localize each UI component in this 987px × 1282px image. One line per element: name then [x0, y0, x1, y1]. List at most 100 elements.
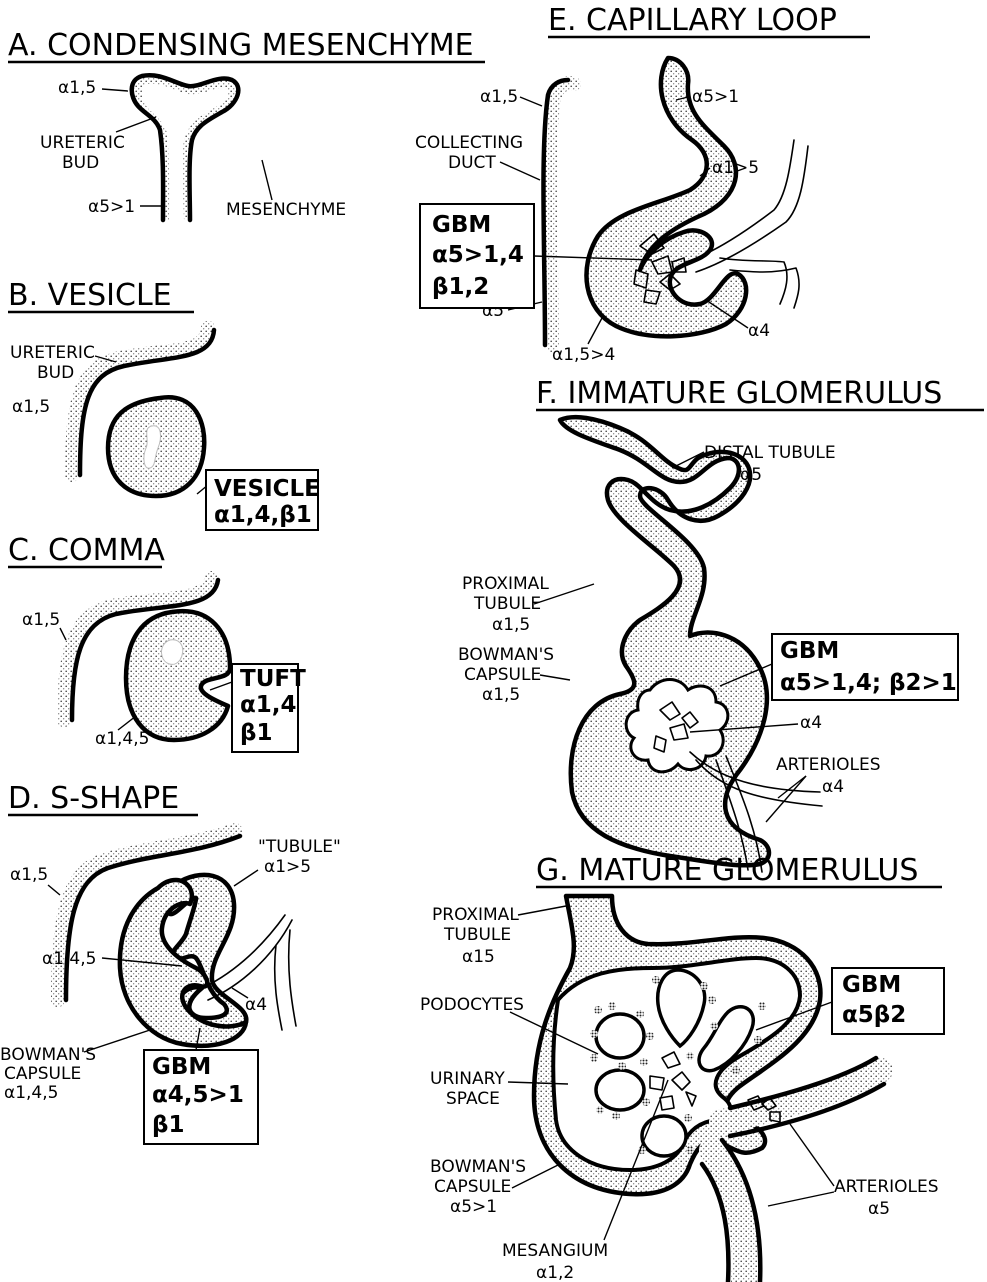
g-gbm-line1: GBM: [842, 972, 901, 998]
s-bowman-2: CAPSULE: [4, 1064, 81, 1084]
panel-g-title: G. MATURE GLOMERULUS: [536, 853, 918, 888]
panel-a-condensing-mesenchyme: A. CONDENSING MESENCHYME α1,5 URETERIC B…: [8, 28, 485, 220]
f-tuft-alpha: α4: [800, 713, 822, 733]
s-gbm-line2: α4,5>1: [152, 1082, 244, 1108]
s-vessel-alpha: α4: [245, 995, 267, 1015]
arterioles-leader-g2: [768, 1192, 834, 1206]
capillary-loop-3: [596, 1070, 644, 1110]
vesicle-box-line2: α1,4,β1: [214, 502, 312, 528]
e-right-mid-alpha: α1>5: [712, 158, 759, 178]
arterioles-label-f: ARTERIOLES: [776, 755, 881, 775]
e-top-right-alpha: α5>1: [692, 87, 739, 107]
capillary-loop-2: [596, 1014, 644, 1058]
panel-f-title: F. IMMATURE GLOMERULUS: [536, 376, 942, 411]
e-top-left-leader: [520, 97, 542, 106]
panel-c-comma: C. COMMA α1,5 α1,4,5 TUFT α1,4 β1: [8, 533, 306, 752]
s-vessel-leader: [232, 988, 248, 998]
g-proximal-2: TUBULE: [443, 925, 511, 945]
arterioles-leader-g1: [790, 1124, 834, 1186]
f-bowman-leader: [540, 675, 570, 680]
comma-body-leader: [118, 716, 136, 730]
f-gbm-line2: α5>1,4; β2>1: [780, 670, 957, 696]
ureteric-label-2: BUD: [37, 363, 74, 383]
bud-alpha-d: α1,5: [10, 865, 48, 885]
e-top-left-alpha: α1,5: [480, 87, 518, 107]
tubule-leader: [234, 870, 258, 886]
mesenchyme-cluster: [219, 82, 311, 174]
arterioles-alpha-g: α5: [868, 1199, 890, 1219]
collecting-label-2: DUCT: [448, 153, 496, 173]
immature-tubule: [560, 417, 769, 865]
f-gbm-line1: GBM: [780, 638, 839, 664]
panel-b-vesicle: B. VESICLE URETERIC BUD α1,5 VESICLE α1,…: [8, 278, 320, 530]
bud-tip-alpha: α1,5: [58, 78, 96, 98]
s-bowman-1: BOWMAN'S: [0, 1045, 96, 1065]
mesangium-label: MESANGIUM: [502, 1241, 608, 1261]
tuft-box-line3: β1: [240, 720, 272, 746]
bud-alpha-b: α1,5: [12, 397, 50, 417]
capillary-loop-4: [642, 1116, 686, 1156]
tubule-label: "TUBULE": [258, 837, 341, 857]
tuft-box-line2: α1,4: [240, 692, 297, 718]
g-proximal-3: α15: [462, 947, 495, 967]
panel-b-title: B. VESICLE: [8, 278, 172, 313]
comma-body: [126, 611, 230, 740]
panel-e-title: E. CAPILLARY LOOP: [548, 3, 837, 38]
s-bowman-leader: [84, 1030, 150, 1052]
panel-g-mature-glomerulus: G. MATURE GLOMERULUS PROXIMAL TUBUL: [420, 853, 944, 1282]
f-proximal-3: α1,5: [492, 615, 530, 635]
arterioles-leader-f1: [778, 776, 806, 798]
collecting-label-1: COLLECTING: [415, 133, 523, 153]
podocytes-label: PODOCYTES: [420, 995, 524, 1015]
bud-alpha-c: α1,5: [22, 610, 60, 630]
g-proximal-1: PROXIMAL: [432, 905, 519, 925]
bud-alpha-d-leader: [48, 885, 60, 895]
collecting-duct-band: [550, 83, 574, 345]
panel-e-capillary-loop: E. CAPILLARY LOOP α1,5 α5>1 COLLECTING D…: [415, 3, 870, 365]
panel-c-title: C. COMMA: [8, 533, 165, 568]
e-gbm-line3: β1,2: [432, 274, 489, 300]
s-middle-alpha: α1,4,5: [42, 949, 96, 969]
panel-f-immature-glomerulus: F. IMMATURE GLOMERULUS DISTAL TUBULE α5 …: [458, 376, 984, 872]
f-bowman-2: CAPSULE: [464, 665, 541, 685]
comma-lumen: [161, 640, 182, 665]
f-bowman-1: BOWMAN'S: [458, 645, 554, 665]
e-gbm-line2: α5>1,4: [432, 242, 524, 268]
f-proximal-2: TUBULE: [473, 594, 541, 614]
tubule-alpha: α1>5: [264, 857, 311, 877]
mesenchyme-label: MESENCHYME: [226, 200, 346, 220]
ureteric-bud-leader: [116, 117, 156, 132]
stalk-alpha: α5>1: [88, 197, 135, 217]
tuft-leader: [210, 682, 232, 690]
e-gbm-line1: GBM: [432, 212, 491, 238]
g-gbm-line2: α5β2: [842, 1002, 906, 1028]
bud-alpha-c-leader: [60, 628, 66, 640]
e-vessel-alpha: α4: [748, 321, 770, 341]
arterioles-label-g: ARTERIOLES: [834, 1177, 939, 1197]
arterioles-alpha-f: α4: [822, 777, 844, 797]
s-gbm-line3: β1: [152, 1112, 184, 1138]
comma-body-alpha: α1,4,5: [95, 729, 149, 749]
panel-d-title: D. S-SHAPE: [8, 781, 179, 816]
distal-alpha: α5: [740, 465, 762, 485]
tuft-box-line1: TUFT: [240, 666, 306, 692]
mesangium-alpha: α1,2: [536, 1263, 574, 1282]
panel-d-s-shape: D. S-SHAPE α1,5 "TUBULE" α1>5 α1,4,5 α4 …: [0, 781, 341, 1144]
vesicle-box-line1: VESICLE: [214, 476, 320, 502]
s-gbm-line1: GBM: [152, 1054, 211, 1080]
g-bowman-1: BOWMAN'S: [430, 1157, 526, 1177]
f-proximal-1: PROXIMAL: [462, 574, 549, 594]
s-bowman-3: α1,4,5: [4, 1083, 58, 1103]
panel-a-title: A. CONDENSING MESENCHYME: [8, 28, 474, 63]
ureteric-bud-label-2: BUD: [62, 153, 99, 173]
bud-tip-leader: [102, 89, 128, 91]
urinary-label-2: SPACE: [446, 1089, 500, 1109]
urinary-label-1: URINARY: [430, 1069, 505, 1089]
g-bowman-2: CAPSULE: [434, 1177, 511, 1197]
f-bowman-3: α1,5: [482, 685, 520, 705]
collecting-leader: [500, 162, 540, 180]
ureteric-label-1: URETERIC: [10, 343, 95, 363]
e-bottom-alpha: α1,5>4: [552, 345, 615, 365]
ureteric-bud-label-1: URETERIC: [40, 133, 125, 153]
e-bottom-leader: [588, 318, 602, 344]
